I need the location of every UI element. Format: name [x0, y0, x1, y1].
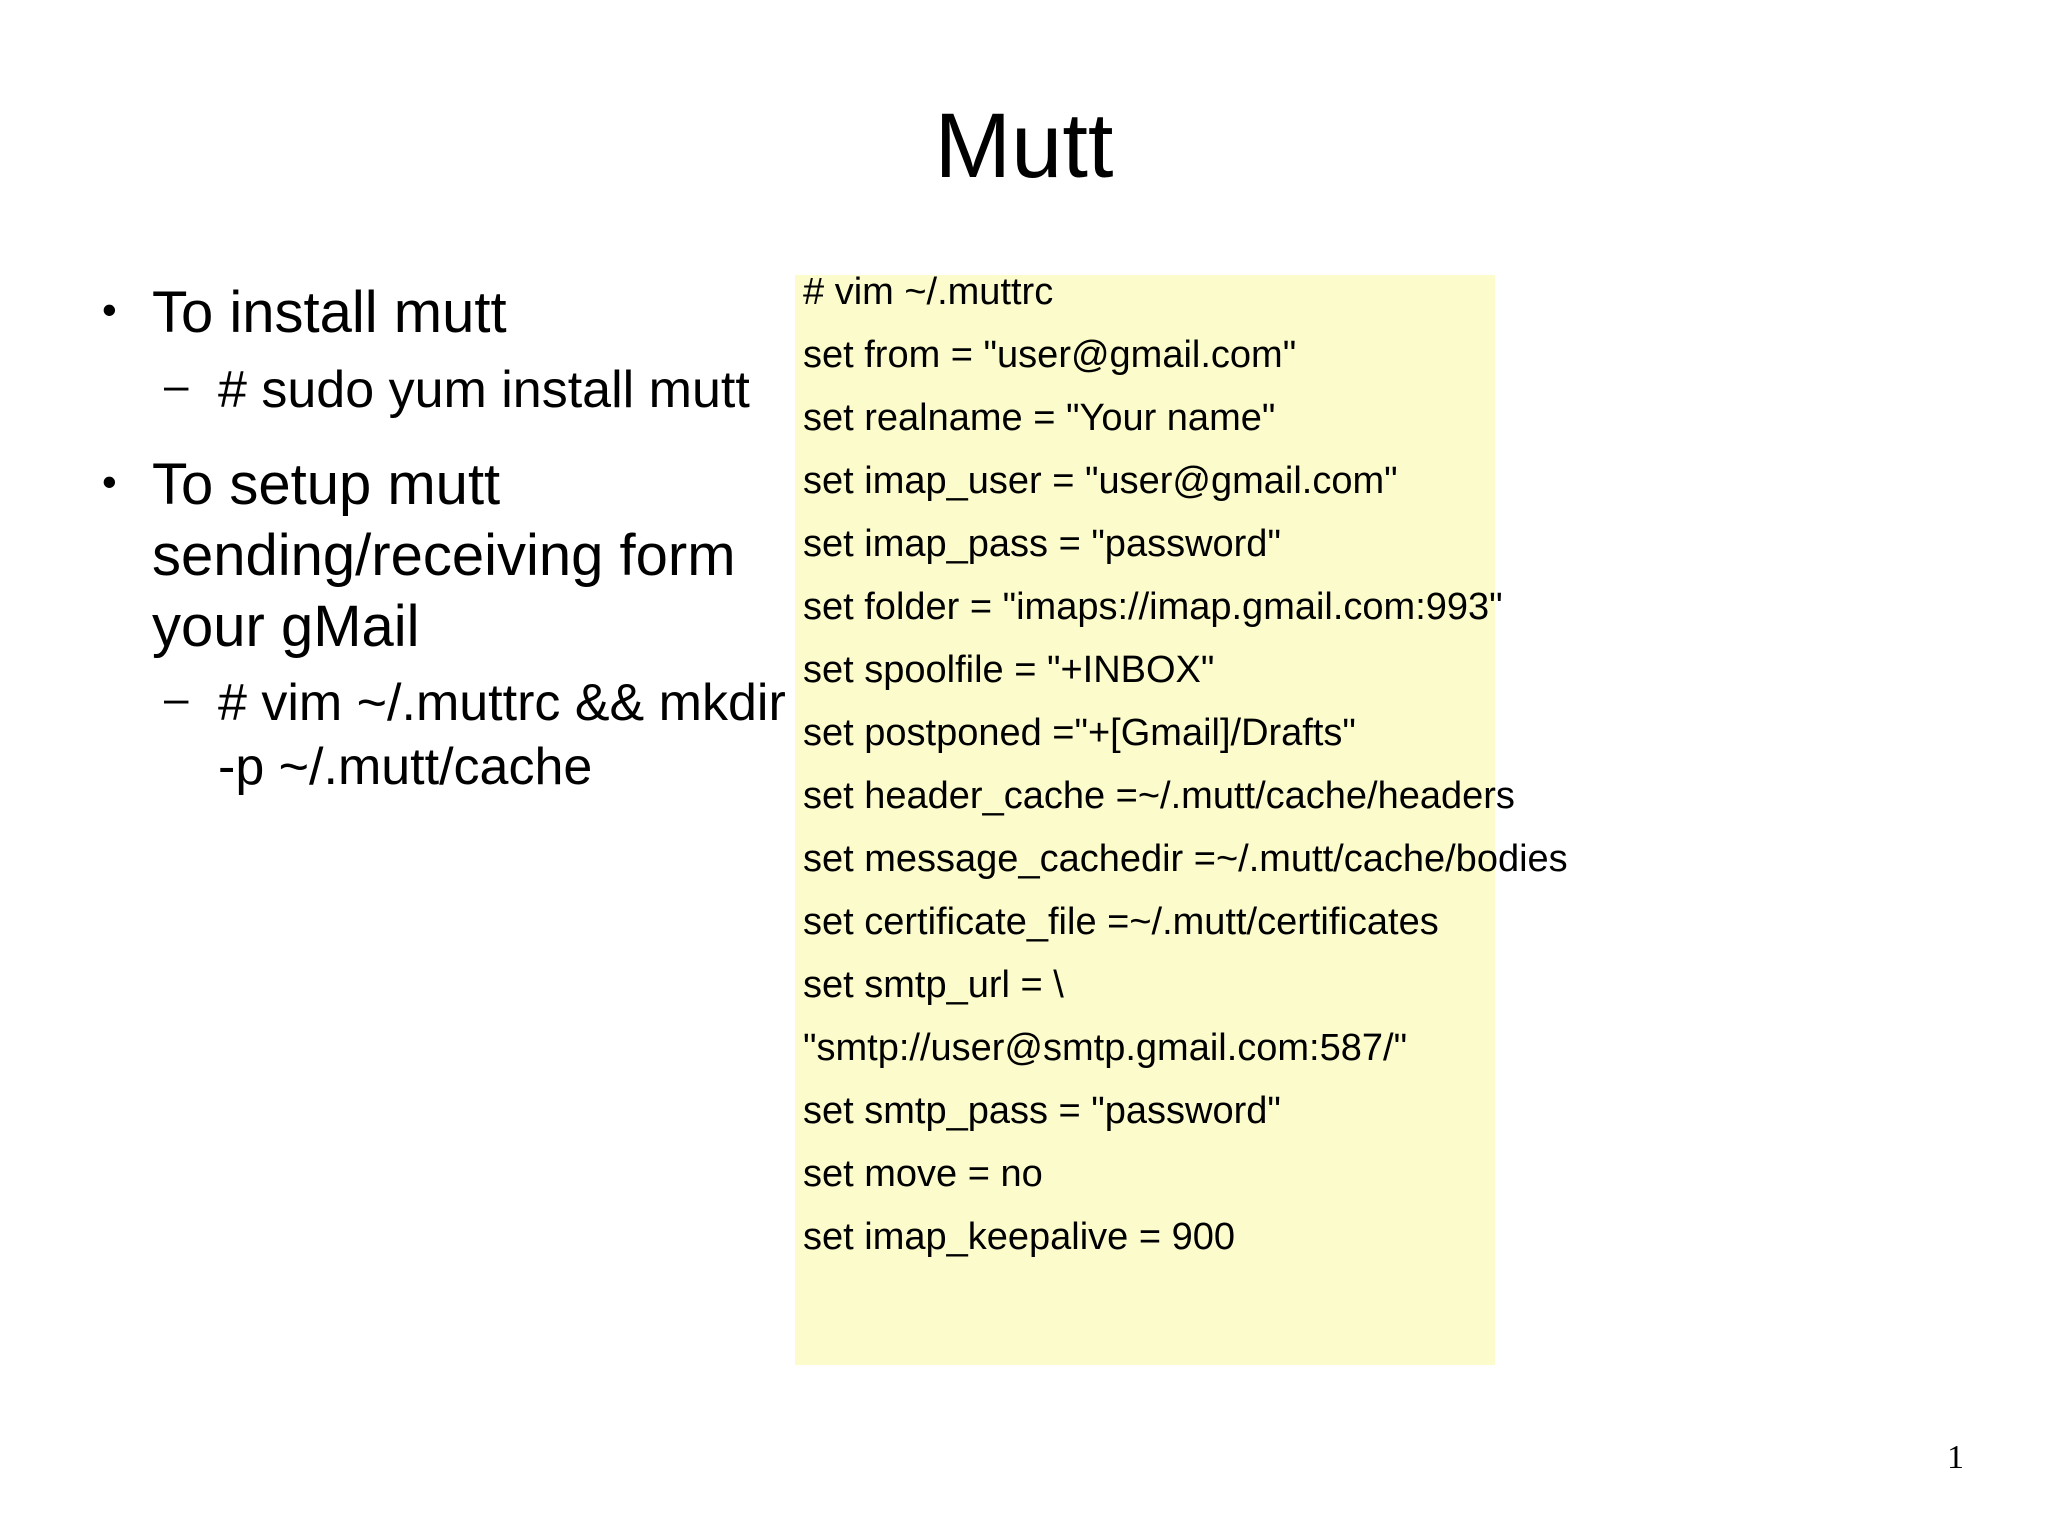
bullet-marker-dot: • — [102, 458, 117, 506]
code-line: set move = no — [803, 1153, 1043, 1195]
bullet-marker-dot: • — [102, 286, 117, 333]
code-line: set from = "user@gmail.com" — [803, 334, 1297, 376]
code-line: set header_cache =~/.mutt/cache/headers — [803, 775, 1515, 817]
page-title: Mutt — [934, 95, 1114, 197]
list-item-label: To setup mutt sending/receiving form you… — [152, 452, 736, 659]
code-line: set imap_pass = "password" — [803, 523, 1281, 565]
code-line: set message_cachedir =~/.mutt/cache/bodi… — [803, 838, 1568, 880]
code-line: # vim ~/.muttrc — [803, 271, 1054, 313]
code-line: set smtp_url = \ — [803, 964, 1064, 1006]
list-item: • To install mutt — [96, 278, 796, 349]
code-line: set certificate_file =~/.mutt/certificat… — [803, 901, 1439, 943]
bullet-list: • To install mutt – # sudo yum install m… — [96, 278, 796, 811]
code-line: set folder = "imaps://imap.gmail.com:993… — [803, 586, 1503, 628]
list-item: – # sudo yum install mutt — [96, 359, 796, 422]
list-item: • To setup mutt sending/receiving form y… — [96, 450, 796, 662]
bullet-marker-dash: – — [164, 674, 189, 724]
bullet-marker-dash: – — [164, 360, 189, 410]
list-item-label: To install mutt — [152, 280, 507, 345]
code-line: "smtp://user@smtp.gmail.com:587/" — [803, 1027, 1408, 1069]
code-line: set spoolfile = "+INBOX" — [803, 649, 1215, 691]
code-line: set imap_keepalive = 900 — [803, 1216, 1236, 1258]
list-item-label: # sudo yum install mutt — [218, 360, 750, 419]
list-item: – # vim ~/.muttrc && mkdir -p ~/.mutt/ca… — [96, 672, 796, 799]
code-line: set smtp_pass = "password" — [803, 1090, 1281, 1132]
list-item-label: # vim ~/.muttrc && mkdir -p ~/.mutt/cach… — [218, 674, 786, 796]
code-line: set imap_user = "user@gmail.com" — [803, 460, 1398, 502]
code-line: set postponed ="+[Gmail]/Drafts" — [803, 712, 1356, 754]
code-line: set realname = "Your name" — [803, 397, 1276, 439]
muttrc-code-block: # vim ~/.muttrc set from = "user@gmail.c… — [795, 271, 1568, 1365]
page-number: 1 — [1947, 1439, 1964, 1476]
